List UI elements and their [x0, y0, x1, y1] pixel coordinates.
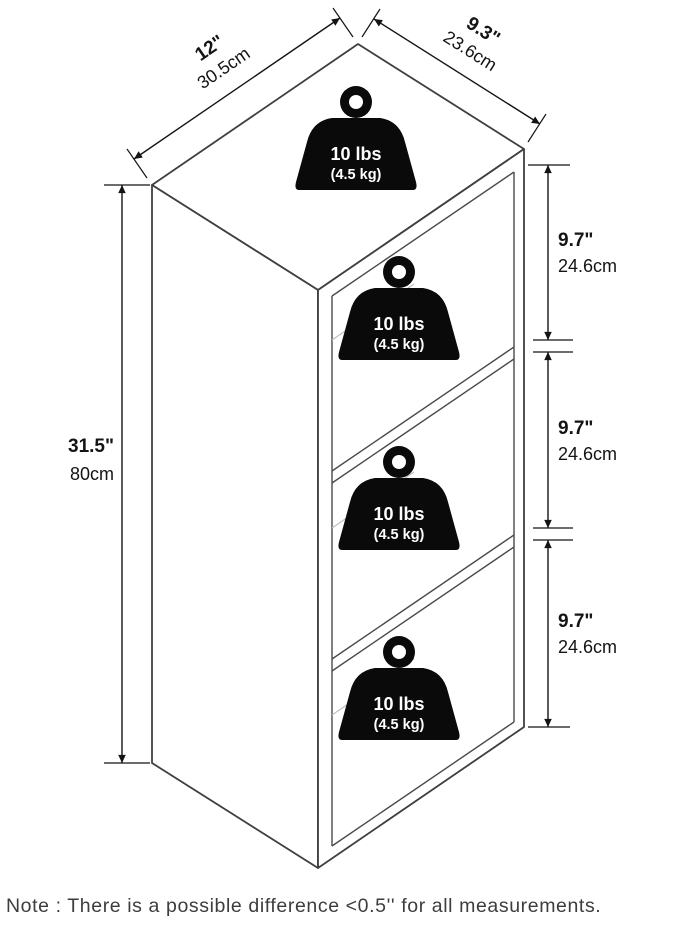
measurement-note: Note : There is a possible difference <0…: [6, 895, 601, 917]
capacity-lbs-label: 10 lbs: [330, 144, 381, 164]
capacity-lbs-label: 10 lbs: [373, 504, 424, 524]
weight-handle-hole: [392, 265, 406, 279]
weight-handle-hole: [349, 95, 363, 109]
depth-dimension: 9.3" 23.6cm: [361, 8, 547, 143]
height-dimension: 31.5" 80cm: [68, 184, 150, 764]
weight-handle-hole: [392, 455, 406, 469]
section-dimensions: 9.7" 24.6cm 9.7" 24.6cm 9.7" 24.6cm: [528, 164, 617, 728]
capacity-kg-label: (4.5 kg): [331, 167, 382, 183]
capacity-kg-label: (4.5 kg): [374, 337, 425, 353]
height-cm-label: 80cm: [70, 464, 114, 484]
cabinet-side-face: [151, 184, 319, 869]
interior-bottom-edge: [331, 721, 515, 847]
capacity-kg-label: (4.5 kg): [374, 527, 425, 543]
capacity-badge-upper-shelf: 10 lbs (4.5 kg): [338, 256, 460, 360]
section-1-inches-label: 9.7": [558, 230, 593, 251]
capacity-kg-label: (4.5 kg): [374, 717, 425, 733]
width-extension-tick: [332, 7, 354, 38]
capacity-badge-bottom-shelf: 10 lbs (4.5 kg): [338, 636, 460, 740]
section-3-inches-label: 9.7": [558, 611, 593, 632]
weight-handle-hole: [392, 645, 406, 659]
capacity-lbs-label: 10 lbs: [373, 694, 424, 714]
shelf-2-bottom-edge: [331, 546, 515, 672]
section-2-cm-label: 24.6cm: [558, 444, 617, 464]
width-arrow: [133, 17, 341, 160]
depth-extension-tick: [527, 113, 547, 143]
shelf-1-top-edge: [331, 346, 515, 472]
interior-top-edge: [331, 171, 515, 297]
shelf-2-top-edge: [331, 534, 515, 660]
section-1-cm-label: 24.6cm: [558, 256, 617, 276]
weight-icon: [338, 288, 460, 360]
weight-icon: [338, 668, 460, 740]
shelf-1-bottom-edge: [331, 358, 515, 484]
weight-icon: [338, 478, 460, 550]
depth-arrow: [373, 18, 541, 125]
height-inches-label: 31.5": [68, 436, 114, 457]
section-2-inches-label: 9.7": [558, 418, 593, 439]
depth-extension-tick: [361, 8, 381, 38]
capacity-badge-top: 10 lbs (4.5 kg): [295, 86, 417, 190]
capacity-lbs-label: 10 lbs: [373, 314, 424, 334]
width-extension-tick: [126, 148, 148, 179]
capacity-badge-middle-shelf: 10 lbs (4.5 kg): [338, 446, 460, 550]
section-3-cm-label: 24.6cm: [558, 637, 617, 657]
